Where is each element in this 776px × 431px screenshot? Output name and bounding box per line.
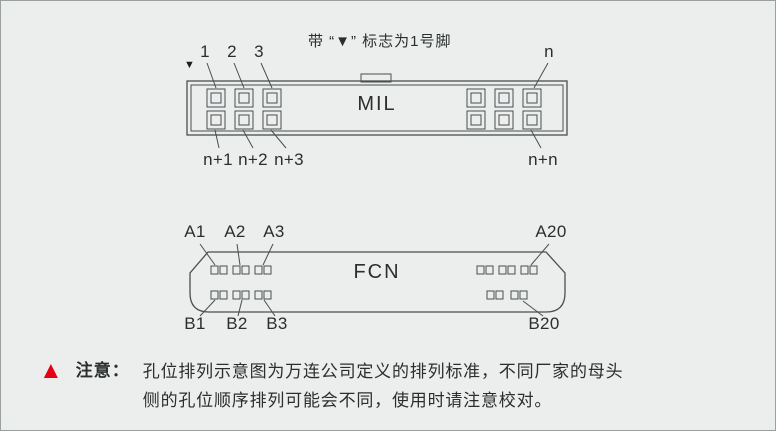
fcn-pins xyxy=(210,265,538,300)
fcn-pin-label-a3: A3 xyxy=(263,222,285,241)
polarization-tab xyxy=(360,73,392,83)
pin1-note: 带 “▼” 标志为1号脚 xyxy=(308,33,452,50)
notice-line2: 侧的孔位顺序排列可能会不同，使用时请注意校对。 xyxy=(142,391,553,410)
mil-pin-label-n2: n+2 xyxy=(238,150,268,169)
pin1-marker-icon: ▼ xyxy=(184,59,195,71)
fcn-pin-label-a2: A2 xyxy=(224,222,246,241)
fcn-pin-label-a1: A1 xyxy=(184,222,206,241)
mil-pin-label-n3: n+3 xyxy=(274,150,304,169)
notice-line1: 孔位排列示意图为万连公司定义的排列标准，不同厂家的母头 xyxy=(142,362,624,381)
mil-pin-label-n: n xyxy=(544,42,554,61)
mil-pin-label-1: 1 xyxy=(200,42,210,61)
fcn-pin-label-b3: B3 xyxy=(266,314,288,333)
fcn-pin-label-b1: B1 xyxy=(184,314,206,333)
warning-triangle-icon: ▲ xyxy=(39,357,63,384)
notice: ▲ 注意： 孔位排列示意图为万连公司定义的排列标准，不同厂家的母头 侧的孔位顺序… xyxy=(39,357,623,415)
mil-connector-outline xyxy=(186,73,568,136)
notice-label: 注意： xyxy=(75,361,130,380)
mil-leader-lines xyxy=(206,62,549,149)
mil-pin-label-3: 3 xyxy=(254,42,264,61)
mil-connector-label: MIL xyxy=(357,93,397,115)
mil-pin-label-2: 2 xyxy=(227,42,237,61)
fcn-connector-label: FCN xyxy=(353,261,401,283)
fcn-connector-outline xyxy=(189,251,566,313)
fcn-pin-label-b2: B2 xyxy=(226,314,248,333)
fcn-leader-lines xyxy=(199,243,550,317)
mil-pins xyxy=(206,88,542,130)
mil-pin-label-n1: n+1 xyxy=(203,150,233,169)
fcn-pin-label-a20: A20 xyxy=(535,222,567,241)
mil-pin-label-nn: n+n xyxy=(528,150,558,169)
notice-text: 孔位排列示意图为万连公司定义的排列标准，不同厂家的母头 侧的孔位顺序排列可能会不… xyxy=(143,357,624,415)
fcn-pin-label-b20: B20 xyxy=(528,314,560,333)
